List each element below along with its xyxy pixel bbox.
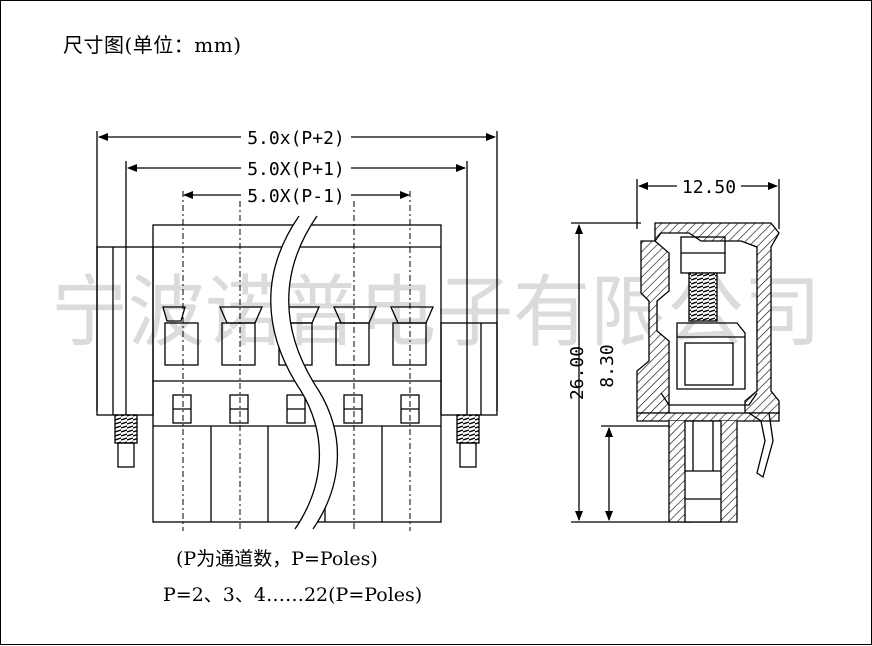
dim-width: 12.50 — [682, 177, 736, 198]
front-view — [96, 131, 498, 531]
dim-pin-height: 8.30 — [597, 344, 618, 387]
poles-range-note: P=2、3、4……22(P=Poles) — [163, 584, 423, 606]
screw-windows — [172, 394, 420, 424]
drawing-title: 尺寸图(单位：mm) — [63, 33, 242, 57]
poles-note: (P为通道数，P=Poles) — [176, 548, 378, 570]
dim-p-minus-1: 5.0X(P-1) — [247, 186, 345, 207]
side-view — [571, 179, 780, 523]
dim-height: 26.00 — [567, 346, 588, 400]
dim-p-plus-1: 5.0X(P+1) — [247, 159, 345, 180]
dim-p-plus-2: 5.0x(P+2) — [247, 128, 345, 149]
